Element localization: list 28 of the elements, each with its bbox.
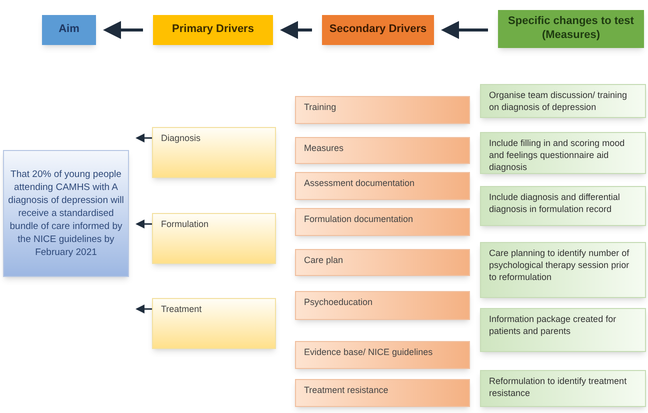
arrow xyxy=(136,220,152,228)
arrow xyxy=(441,21,488,39)
arrow xyxy=(280,21,312,39)
driver-box: Formulation documentation xyxy=(295,208,470,236)
driver-box: Care plan xyxy=(295,249,470,276)
arrow xyxy=(136,304,152,314)
driver-box: Evidence base/ NICE guidelines xyxy=(295,341,470,369)
driver-box: Treatment xyxy=(152,298,276,349)
driver-box: Assessment documentation xyxy=(295,172,470,200)
measure-box: Include filling in and scoring mood and feelings questionnaire aid diagnosis xyxy=(480,132,646,174)
driver-box: Diagnosis xyxy=(152,127,276,178)
measure-box: Include diagnosis and differential diagnosis in formulation record xyxy=(480,186,646,226)
driver-box: Treatment resistance xyxy=(295,379,470,407)
arrow xyxy=(136,134,152,142)
driver-box: Measures xyxy=(295,137,470,164)
driver-box: Psychoeducation xyxy=(295,291,470,320)
header-box: Secondary Drivers xyxy=(322,15,434,45)
header-box: Aim xyxy=(42,15,96,45)
measure-box: Information package created for patients and parents xyxy=(480,308,646,352)
arrow xyxy=(103,21,143,39)
aim-box: That 20% of young people attending CAMHS with A diagnosis of depression will receive a standardised bundle of care informed by the NICE guidelines by February 2021 xyxy=(3,150,129,277)
driver-box: Formulation xyxy=(152,213,276,264)
header-box: Primary Drivers xyxy=(153,15,273,45)
header-box: Specific changes to test (Measures) xyxy=(498,10,644,48)
measure-box: Organise team discussion/ training on diagnosis of depression xyxy=(480,84,646,118)
measure-box: Reformulation to identify treatment resistance xyxy=(480,370,646,407)
measure-box: Care planning to identify number of psychological therapy session prior to reformulation xyxy=(480,242,646,298)
driver-box: Training xyxy=(295,96,470,124)
